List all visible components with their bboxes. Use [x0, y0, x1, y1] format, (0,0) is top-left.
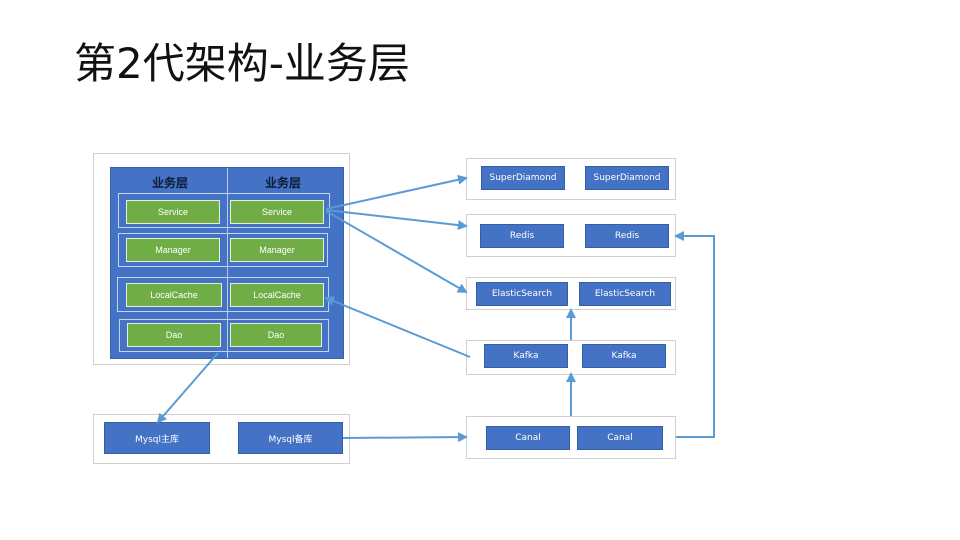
left-manager-box: Manager — [126, 238, 220, 262]
redis-box-2: Redis — [585, 224, 669, 248]
page-title: 第2代架构-业务层 — [74, 39, 410, 88]
superdiamond-box-1: SuperDiamond — [481, 166, 565, 190]
left-header: 业务层 — [151, 176, 188, 190]
business-layer-divider — [227, 168, 228, 358]
arrow-service-to-elasticsearch — [325, 210, 468, 294]
arrow-canal-to-redis — [674, 231, 715, 438]
arrow-mysql-slave-to-canal — [342, 432, 468, 443]
redis-box-1: Redis — [480, 224, 564, 248]
mysql-slave-box: Mysql备库 — [238, 422, 343, 454]
canal-box-2: Canal — [577, 426, 663, 450]
arrow-kafka-to-localcache — [324, 296, 471, 358]
right-header: 业务层 — [264, 176, 301, 190]
right-service-box: Service — [230, 200, 324, 224]
canal-box-1: Canal — [486, 426, 570, 450]
left-dao-box: Dao — [127, 323, 221, 347]
superdiamond-box-2: SuperDiamond — [585, 166, 669, 190]
elasticsearch-box-2: ElasticSearch — [579, 282, 671, 306]
arrow-service-to-superdiamond — [325, 174, 468, 210]
left-localcache-box: LocalCache — [126, 283, 222, 307]
mysql-master-box: Mysql主库 — [104, 422, 210, 454]
arrow-service-to-redis — [325, 209, 468, 231]
kafka-box-2: Kafka — [582, 344, 666, 368]
localcache-row-frame — [117, 277, 329, 312]
dao-row-frame — [119, 319, 329, 352]
right-dao-box: Dao — [230, 323, 322, 347]
right-localcache-box: LocalCache — [230, 283, 324, 307]
left-service-box: Service — [126, 200, 220, 224]
kafka-box-1: Kafka — [484, 344, 568, 368]
arrow-dao-to-mysql-master — [156, 352, 219, 424]
right-manager-box: Manager — [230, 238, 324, 262]
elasticsearch-box-1: ElasticSearch — [476, 282, 568, 306]
manager-row-frame — [118, 233, 328, 267]
